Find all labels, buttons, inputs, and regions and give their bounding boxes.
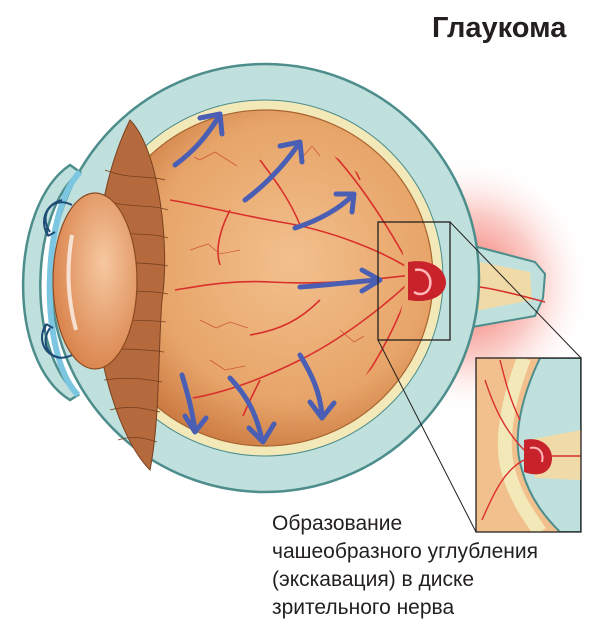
caption-line: чашеобразного углубления: [272, 538, 538, 566]
caption-line: (экскавация) в диске: [272, 566, 538, 594]
caption-line: зрительного нерва: [272, 594, 538, 622]
optic-disc-caption: Образование чашеобразного углубления (эк…: [272, 510, 538, 622]
diagram-title: Глаукома: [432, 12, 566, 45]
lens: [53, 193, 137, 369]
caption-line: Образование: [272, 510, 538, 538]
inset-magnified-view: [476, 358, 581, 532]
